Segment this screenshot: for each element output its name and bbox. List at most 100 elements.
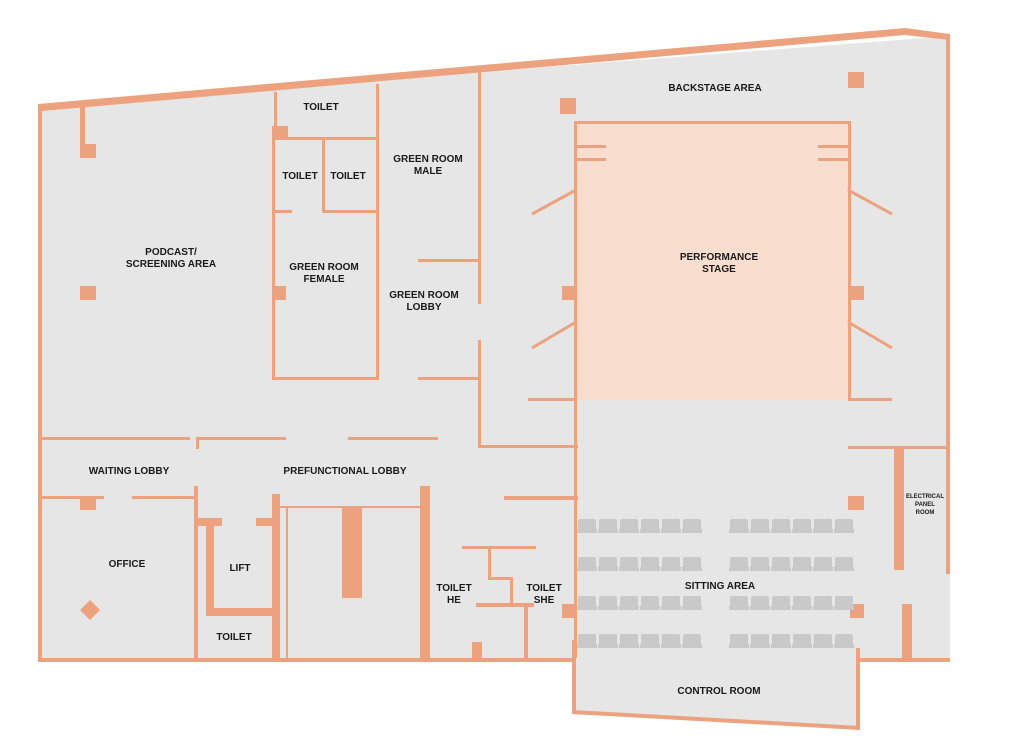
- office-label: OFFICE: [109, 559, 146, 570]
- seat: [661, 557, 681, 571]
- toilet-right-label: TOILET: [330, 171, 365, 182]
- floor-areas: [40, 36, 950, 728]
- control-room-wall-left: [572, 640, 576, 714]
- green-room-male-label-line2: MALE: [414, 166, 443, 177]
- column: [272, 286, 286, 300]
- toilet-top-label: TOILET: [303, 102, 338, 113]
- podcast-wall-stub: [80, 104, 85, 144]
- seat: [682, 519, 702, 533]
- seat: [729, 557, 749, 571]
- seat: [661, 634, 681, 648]
- stage-label-line1: PERFORMANCE: [680, 252, 759, 263]
- wall: [376, 140, 379, 380]
- wall: [274, 137, 379, 140]
- seat: [640, 519, 660, 533]
- wing: [576, 158, 606, 161]
- toilet-he-label-line2: HE: [447, 595, 461, 606]
- green-room-lobby-label-line1: GREEN ROOM: [389, 290, 458, 301]
- seat: [750, 596, 770, 610]
- wall: [40, 437, 190, 440]
- walls: [38, 28, 950, 730]
- seat: [619, 519, 639, 533]
- seat: [771, 634, 791, 648]
- stage-wing-lines: [531, 188, 893, 350]
- wall: [256, 518, 274, 526]
- wall: [418, 259, 478, 262]
- wing: [818, 158, 850, 161]
- wall: [848, 398, 892, 401]
- column: [848, 72, 864, 88]
- column: [848, 496, 864, 510]
- wall: [132, 496, 196, 499]
- electrical-label-line3: ROOM: [916, 510, 935, 516]
- seat: [619, 634, 639, 648]
- wall: [40, 496, 104, 499]
- wall: [376, 84, 379, 140]
- seat: [792, 519, 812, 533]
- podcast-label-line1: PODCAST/: [145, 247, 197, 258]
- lift-label: LIFT: [229, 563, 250, 574]
- seat: [834, 596, 854, 610]
- wall: [476, 603, 534, 607]
- prefunctional-lobby-label: PREFUNCTIONAL LOBBY: [283, 466, 406, 477]
- column: [80, 286, 96, 300]
- column: [472, 642, 482, 660]
- toilet-she-label-line2: SHE: [534, 595, 555, 606]
- outer-wall-top: [38, 28, 950, 111]
- seat: [834, 634, 854, 648]
- seat: [661, 519, 681, 533]
- wall: [322, 210, 378, 213]
- wall: [420, 486, 430, 662]
- seat: [598, 596, 618, 610]
- seating-rows: [577, 519, 854, 648]
- backstage-label: BACKSTAGE AREA: [668, 83, 761, 94]
- wall: [272, 140, 275, 380]
- podcast-label-line2: SCREENING AREA: [126, 259, 216, 270]
- toilet-left-label: TOILET: [282, 171, 317, 182]
- seat: [813, 596, 833, 610]
- seat: [640, 634, 660, 648]
- seat: [729, 519, 749, 533]
- control-room-label: CONTROL ROOM: [677, 686, 760, 697]
- seat: [771, 557, 791, 571]
- wall: [528, 398, 576, 401]
- seat: [598, 557, 618, 571]
- seat: [640, 596, 660, 610]
- column: [562, 286, 576, 300]
- seat: [750, 519, 770, 533]
- seat: [834, 519, 854, 533]
- wing: [818, 145, 850, 148]
- wall: [274, 92, 277, 128]
- wing-line: [847, 188, 893, 216]
- wall: [524, 603, 528, 660]
- wall: [272, 494, 280, 662]
- wall: [196, 437, 286, 440]
- column: [80, 496, 96, 510]
- wall: [206, 518, 214, 614]
- seat: [813, 634, 833, 648]
- wall: [196, 437, 199, 449]
- stage-right-wall: [848, 121, 851, 401]
- wing-line: [531, 320, 577, 350]
- seat: [640, 557, 660, 571]
- performance-stage-area: [576, 123, 850, 400]
- seat: [771, 596, 791, 610]
- column: [560, 98, 576, 114]
- wall: [488, 546, 491, 580]
- seat: [577, 519, 597, 533]
- seat: [619, 596, 639, 610]
- seat: [834, 557, 854, 571]
- seat: [813, 519, 833, 533]
- seat: [577, 634, 597, 648]
- toilet-she-label-line1: TOILET: [526, 583, 561, 594]
- column: [850, 286, 864, 300]
- seat: [792, 634, 812, 648]
- wall: [478, 445, 578, 448]
- column: [272, 126, 288, 140]
- wall: [574, 400, 577, 658]
- seat: [729, 634, 749, 648]
- seat: [577, 596, 597, 610]
- wall: [488, 577, 512, 580]
- outer-wall-left: [38, 104, 42, 662]
